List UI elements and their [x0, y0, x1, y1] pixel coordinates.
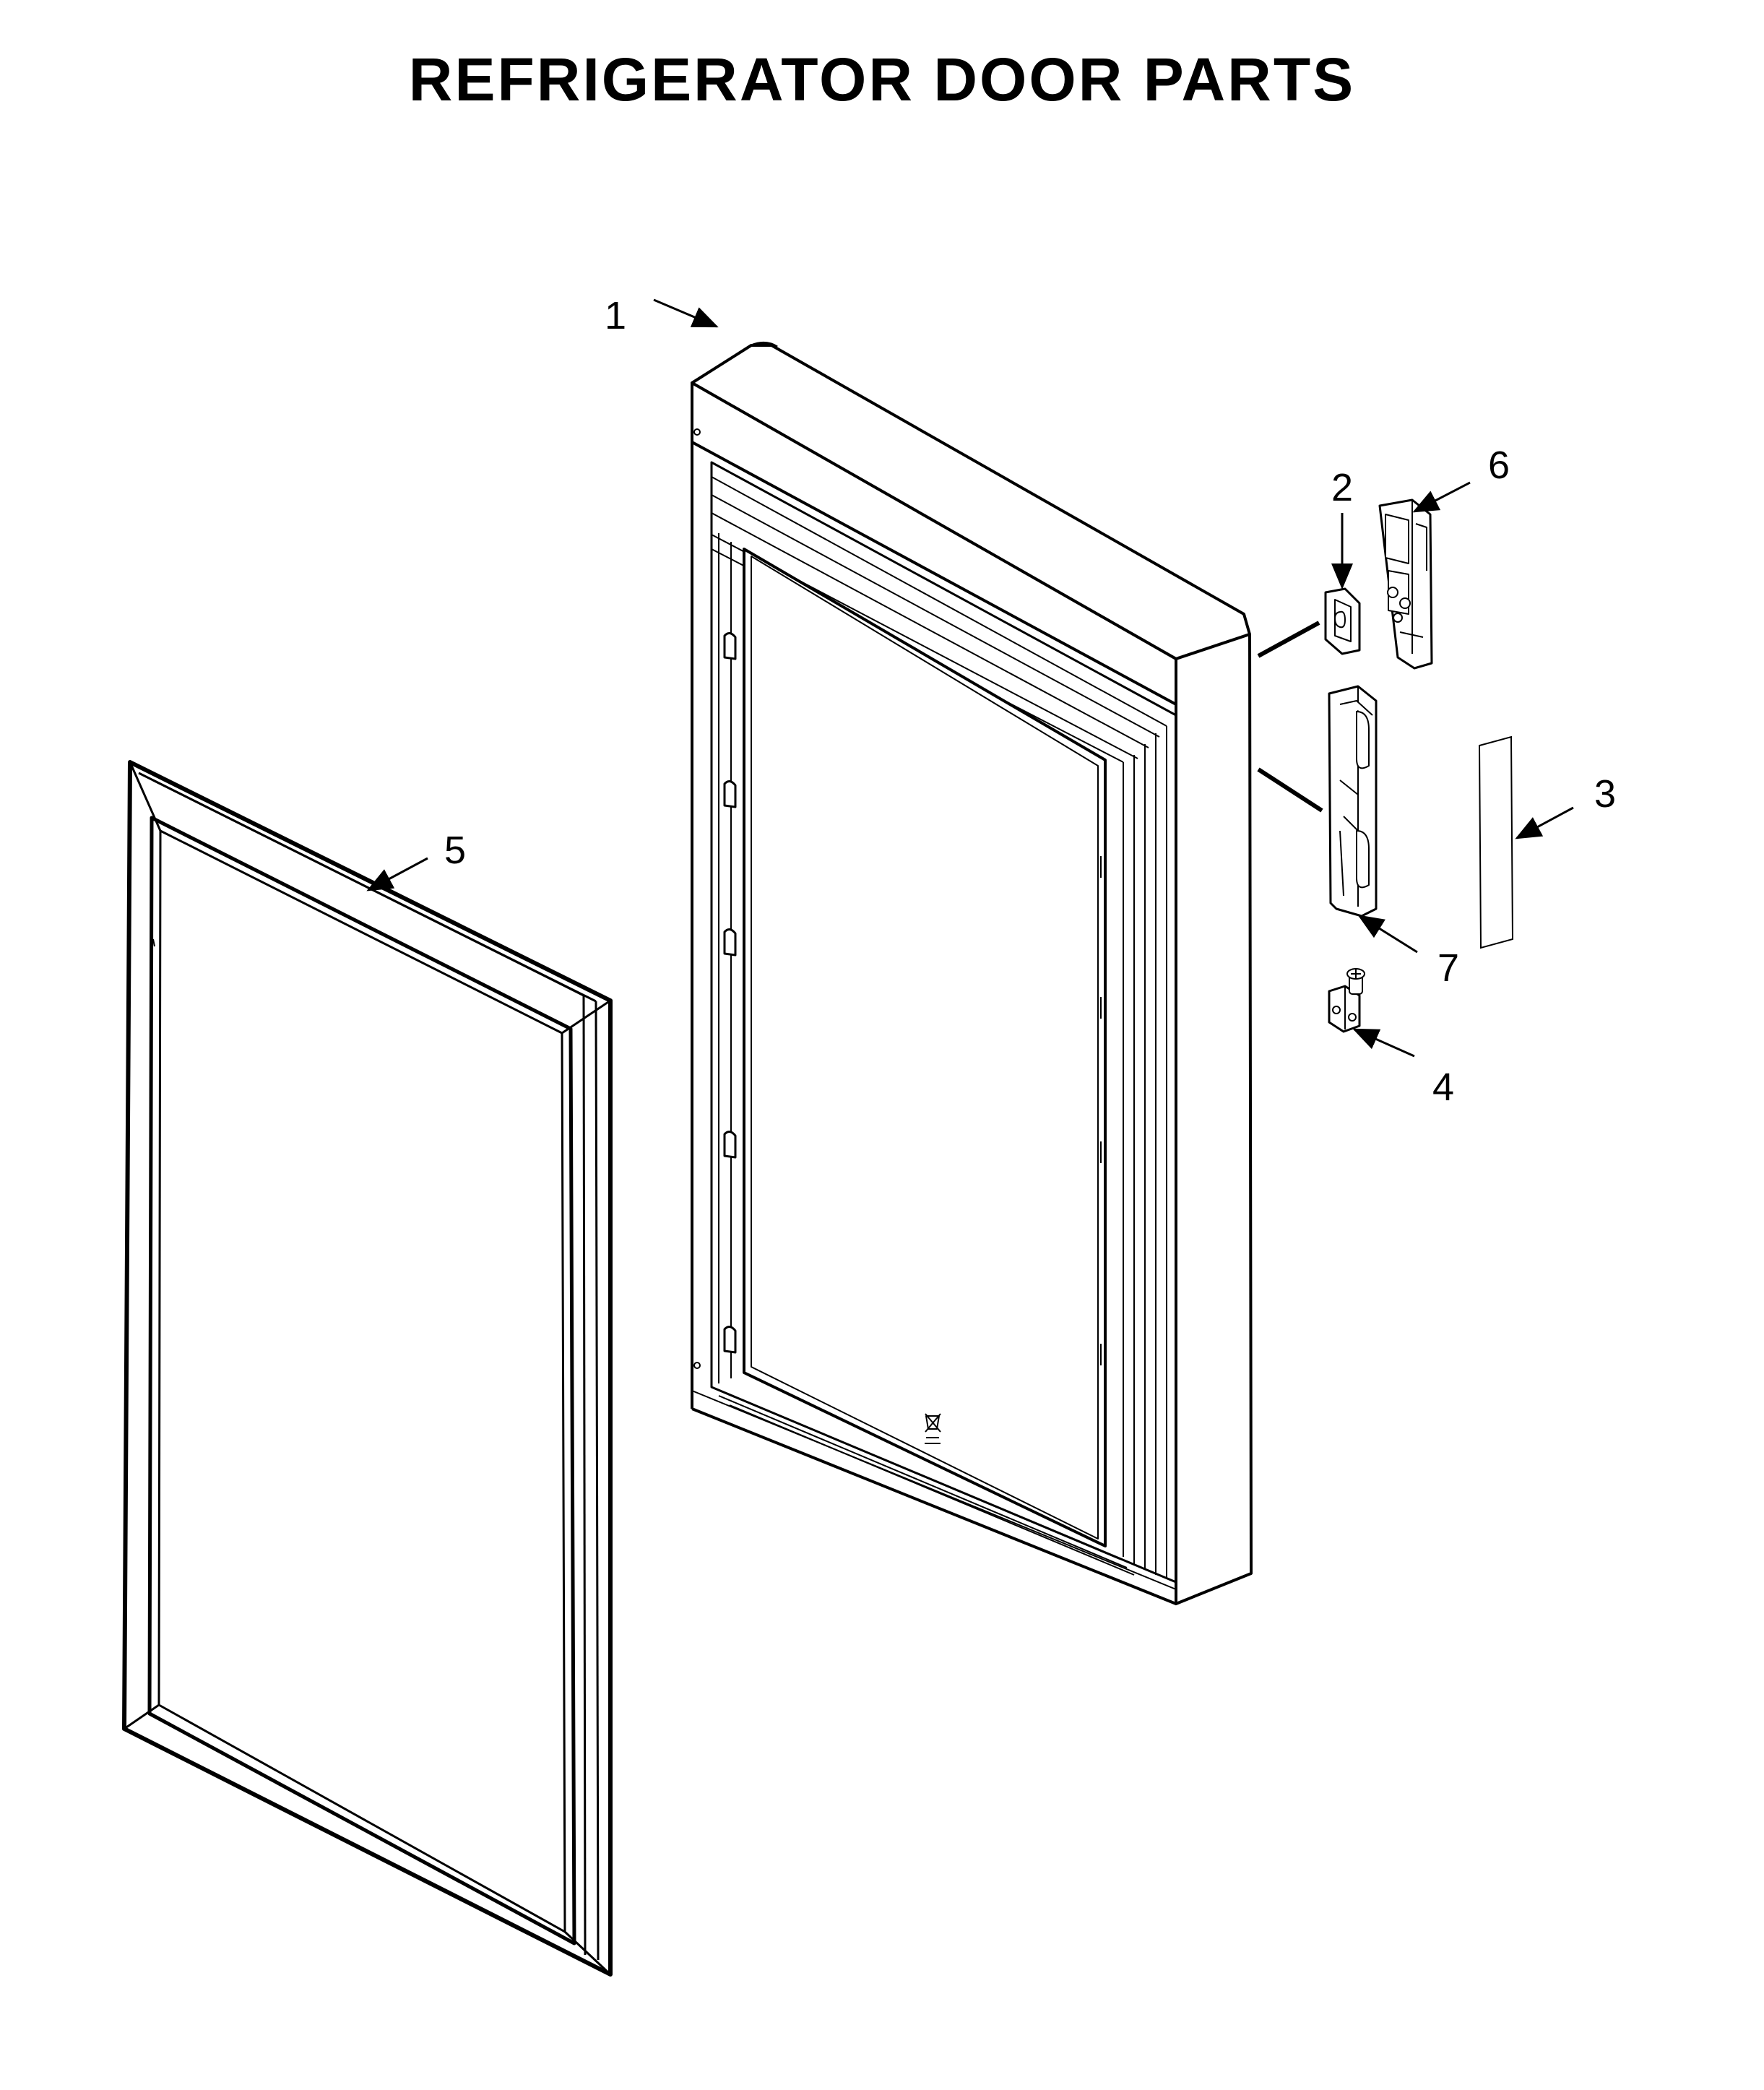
- arrow-5: [366, 857, 428, 891]
- callout-label-3: 3: [1594, 772, 1616, 816]
- connector-lines: [1257, 621, 1323, 813]
- page-title: REFRIGERATOR DOOR PARTS: [408, 46, 1356, 113]
- handle-mount-bracket-part: [1328, 685, 1378, 917]
- arrow-3: [1515, 806, 1574, 839]
- tape-strip-part: [1478, 735, 1514, 949]
- arrow-6: [1412, 481, 1471, 513]
- door-gasket-part: [122, 760, 613, 1977]
- callout-label-6: 6: [1488, 444, 1510, 487]
- arrow-7: [1357, 915, 1418, 954]
- top-hinge-bracket-part: [1378, 498, 1433, 670]
- callout-label-1: 1: [605, 294, 626, 337]
- callout-label-7: 7: [1437, 946, 1459, 990]
- arrow-1: [653, 298, 719, 328]
- callout-label-4: 4: [1432, 1066, 1454, 1109]
- door-part: [691, 342, 1253, 1605]
- arrow-4: [1352, 1028, 1415, 1058]
- callout-label-2: 2: [1331, 466, 1353, 509]
- callout-arrows: [366, 298, 1574, 1058]
- callout-label-5: 5: [444, 829, 466, 872]
- bottom-hinge-bushing-part: [1328, 968, 1365, 1033]
- small-clip-part: [1324, 587, 1361, 655]
